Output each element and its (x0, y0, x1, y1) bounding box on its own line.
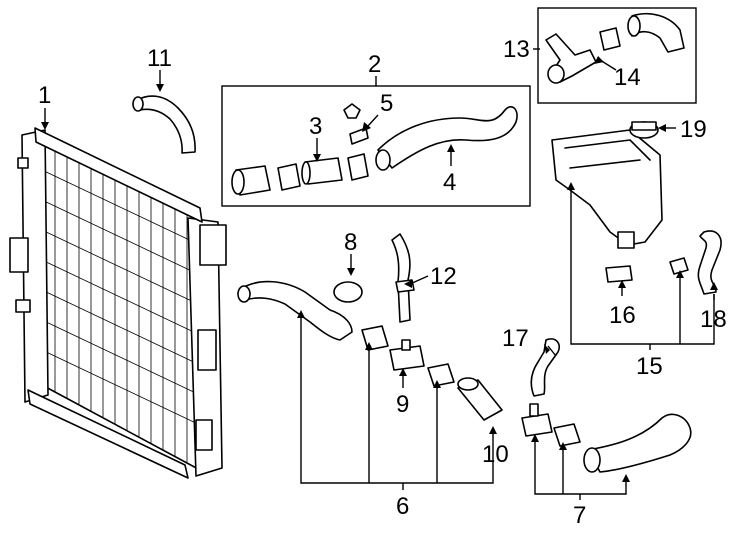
hose-11 (132, 95, 196, 154)
hose-17 (530, 338, 561, 397)
hose-assembly-13-parts (545, 12, 685, 84)
callout-3: 3 (309, 113, 322, 140)
callout-5: 5 (380, 90, 393, 117)
callout-1: 1 (38, 82, 51, 109)
callout-15: 15 (636, 353, 663, 380)
clip-5 (343, 103, 361, 119)
callout-18: 18 (700, 306, 727, 333)
callout-14: 14 (614, 64, 641, 91)
hose-7 (587, 413, 692, 473)
callout-7: 7 (573, 502, 586, 529)
callout-16: 16 (609, 302, 636, 329)
hose-6 (241, 280, 353, 341)
radiator (9, 127, 227, 479)
callout-8: 8 (344, 229, 357, 256)
callout-19: 19 (680, 116, 707, 143)
hose-18 (697, 230, 722, 295)
callout-13: 13 (503, 36, 530, 63)
hose-4 (377, 106, 518, 169)
grommet-16 (605, 265, 633, 283)
hose-assembly-2-parts (231, 103, 518, 196)
callout-6: 6 (396, 493, 409, 520)
callout-12: 12 (430, 263, 457, 290)
callout-9: 9 (396, 391, 409, 418)
callout-10: 10 (482, 441, 509, 468)
cap-8 (333, 281, 363, 303)
leader-arrowheads (41, 56, 718, 482)
callout-2: 2 (368, 51, 381, 78)
coolant-reservoir-15 (551, 121, 663, 249)
hose-12 (391, 233, 411, 323)
group-box-13 (537, 7, 697, 104)
callout-11: 11 (147, 45, 172, 72)
callout-4: 4 (443, 169, 456, 196)
leader-lines (44, 48, 715, 500)
callout-17: 17 (502, 325, 529, 352)
radiator-core-fins (41, 146, 201, 463)
